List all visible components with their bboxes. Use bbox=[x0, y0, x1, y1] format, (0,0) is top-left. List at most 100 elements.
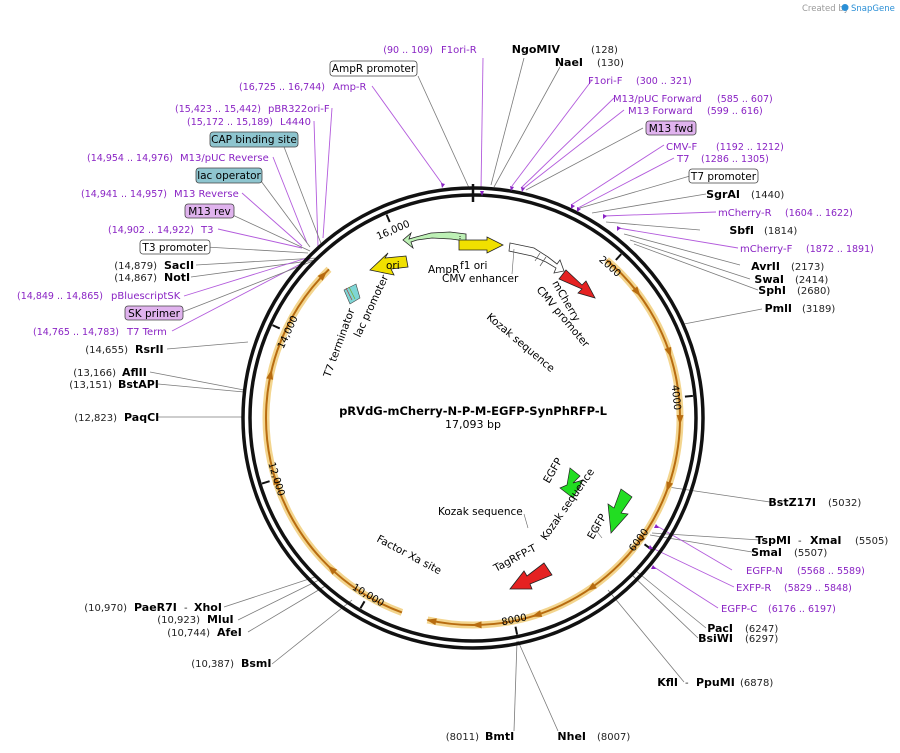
lac-operator-box[interactable] bbox=[195, 167, 263, 184]
primer-f1ori-f-pos: (300 .. 321) bbox=[636, 76, 692, 87]
primer-t7term-pos: (14,765 .. 14,783) bbox=[33, 327, 119, 338]
lac-promoter-feature[interactable] bbox=[343, 283, 361, 305]
enzyme-tspmi-sep: - bbox=[798, 536, 802, 547]
orf-arrowhead bbox=[676, 415, 684, 426]
primer-f1ori-r[interactable]: F1ori-R bbox=[441, 45, 477, 56]
enzyme-paqci-pos: (12,823) bbox=[74, 413, 117, 424]
enzyme-ppumi[interactable]: PpuMI bbox=[696, 676, 735, 689]
orf-arc-left[interactable] bbox=[265, 268, 403, 614]
tick-mark bbox=[261, 480, 270, 485]
primer-mark bbox=[577, 207, 581, 212]
primer-m13-fwd[interactable]: M13 Forward bbox=[628, 106, 693, 117]
ampr-promoter-label: AmpR promoter bbox=[332, 63, 416, 75]
orf-arc-right[interactable] bbox=[427, 259, 681, 626]
cmv-enhancer-label: CMV enhancer bbox=[442, 273, 519, 285]
enzyme-sgrai[interactable]: SgrAI bbox=[706, 188, 740, 201]
primer-m13puc-fwd[interactable]: M13/pUC Forward bbox=[613, 94, 702, 105]
primer-cmv-f[interactable]: CMV-F bbox=[666, 142, 697, 153]
ampr-feature[interactable] bbox=[402, 231, 467, 250]
enzyme-paci[interactable]: PacI bbox=[707, 622, 733, 635]
enzyme-swai[interactable]: SwaI bbox=[754, 273, 784, 286]
lac-operator-label: lac operator bbox=[197, 170, 261, 182]
primer-f1ori-f[interactable]: F1ori-F bbox=[588, 76, 623, 87]
ori-feature[interactable] bbox=[369, 252, 409, 276]
enzyme-mlui[interactable]: MluI bbox=[207, 613, 234, 626]
t3-promoter-box[interactable] bbox=[139, 239, 211, 255]
enzyme-bstz17i-pos: (5032) bbox=[828, 498, 861, 509]
m13-fwd-box[interactable] bbox=[645, 120, 697, 136]
primer-pbr322[interactable]: pBR322ori-F bbox=[268, 104, 330, 115]
sk-primer-box[interactable] bbox=[124, 305, 184, 321]
enzyme-rsrii-pos: (14,655) bbox=[85, 345, 128, 356]
orf-arrowhead bbox=[586, 582, 597, 592]
enzyme-smai[interactable]: SmaI bbox=[751, 546, 782, 559]
enzyme-bsmi[interactable]: BsmI bbox=[241, 657, 272, 670]
enzyme-mlui-pos: (10,923) bbox=[157, 615, 200, 626]
enzyme-bmti[interactable]: BmtI bbox=[485, 730, 514, 743]
egfp-1-label: EGFP bbox=[541, 456, 565, 486]
enzyme-aflii[interactable]: AflII bbox=[122, 366, 147, 379]
enzyme-bstapi[interactable]: BstAPI bbox=[118, 378, 159, 391]
enzyme-bstz17i[interactable]: BstZ17I bbox=[768, 496, 816, 509]
primer-mark bbox=[521, 187, 525, 192]
primer-l4440[interactable]: L4440 bbox=[280, 117, 311, 128]
primer-m13puc-rev[interactable]: M13/pUC Reverse bbox=[180, 153, 269, 164]
primer-exfp-r[interactable]: EXFP-R bbox=[736, 583, 771, 594]
ampr-label: AmpR bbox=[428, 264, 459, 276]
enzyme-ngomiv-pos: (128) bbox=[591, 45, 618, 56]
f1-ori-label: f1 ori bbox=[460, 260, 487, 272]
enzyme-paqci[interactable]: PaqCI bbox=[124, 411, 159, 424]
primer-labels: (90 .. 109) F1ori-R (16,725 .. 16,744) A… bbox=[17, 45, 874, 615]
cap-site-label: CAP binding site bbox=[211, 134, 297, 146]
enzyme-kfli[interactable]: KflI bbox=[657, 676, 678, 689]
enzyme-sacii[interactable]: SacII bbox=[164, 259, 194, 272]
primer-m13-rev[interactable]: M13 Reverse bbox=[174, 189, 239, 200]
m13-rev-box[interactable] bbox=[184, 203, 235, 219]
primer-pbluescript[interactable]: pBluescriptSK bbox=[111, 291, 181, 302]
tagrfp-label: TagRFP-T bbox=[491, 542, 539, 575]
enzyme-xhoi[interactable]: XhoI bbox=[194, 601, 222, 614]
mcherry-feature[interactable] bbox=[558, 269, 596, 299]
enzyme-paer7i[interactable]: PaeR7I bbox=[134, 601, 177, 614]
primer-t3[interactable]: T3 bbox=[200, 225, 213, 236]
enzyme-noti-pos: (14,867) bbox=[114, 273, 157, 284]
primer-t7term[interactable]: T7 Term bbox=[126, 327, 167, 338]
enzyme-ngomiv[interactable]: NgoMIV bbox=[512, 43, 561, 56]
enzyme-bsiwi[interactable]: BsiWI bbox=[698, 632, 733, 645]
enzyme-afei[interactable]: AfeI bbox=[217, 626, 242, 639]
enzyme-xmai[interactable]: XmaI bbox=[810, 534, 841, 547]
primer-egfp-n[interactable]: EGFP-N bbox=[746, 566, 783, 577]
enzyme-naei-pos: (130) bbox=[597, 58, 624, 69]
primer-mcherry-r[interactable]: mCherry-R bbox=[718, 208, 772, 219]
primer-egfp-c-pos: (6176 .. 6197) bbox=[768, 604, 836, 615]
primer-egfp-c[interactable]: EGFP-C bbox=[721, 604, 757, 615]
orf-arrowhead bbox=[327, 565, 338, 575]
orf-arrowhead bbox=[273, 474, 281, 486]
ampr-promoter-box[interactable] bbox=[329, 60, 418, 77]
cmv-enhancer-feature[interactable] bbox=[508, 242, 565, 274]
primer-ampr[interactable]: Amp-R bbox=[333, 82, 367, 93]
kozak-1-leader bbox=[511, 248, 515, 275]
egfp-2-feature[interactable] bbox=[607, 488, 633, 534]
enzyme-nhei[interactable]: NheI bbox=[557, 730, 586, 743]
orf-arrowhead bbox=[664, 346, 672, 358]
enzyme-tspmi[interactable]: TspMI bbox=[755, 534, 791, 547]
f1-ori-feature[interactable] bbox=[458, 236, 504, 254]
enzyme-rsrii[interactable]: RsrII bbox=[135, 343, 164, 356]
t7-promoter-box[interactable] bbox=[688, 168, 759, 184]
enzyme-noti[interactable]: NotI bbox=[164, 271, 190, 284]
primer-mcherry-f[interactable]: mCherry-F bbox=[740, 244, 793, 255]
tagrfp-feature[interactable] bbox=[509, 562, 553, 590]
egfp-1-feature[interactable] bbox=[559, 467, 584, 499]
enzyme-avrii[interactable]: AvrII bbox=[751, 260, 780, 273]
primer-mark bbox=[648, 545, 653, 549]
enzyme-sbfi[interactable]: SbfI bbox=[729, 224, 754, 237]
enzyme-naei[interactable]: NaeI bbox=[555, 56, 583, 69]
enzyme-pmli[interactable]: PmlI bbox=[765, 302, 792, 315]
primer-t7[interactable]: T7 bbox=[676, 154, 689, 165]
enzyme-leader-lines bbox=[149, 57, 771, 732]
plasmid-name: pRVdG-mCherry-N-P-M-EGFP-SynPhRFP-L bbox=[339, 404, 608, 418]
kozak-3-label: Kozak sequence bbox=[438, 506, 523, 518]
cap-site-box[interactable] bbox=[209, 131, 299, 148]
enzyme-sphi[interactable]: SphI bbox=[758, 284, 786, 297]
